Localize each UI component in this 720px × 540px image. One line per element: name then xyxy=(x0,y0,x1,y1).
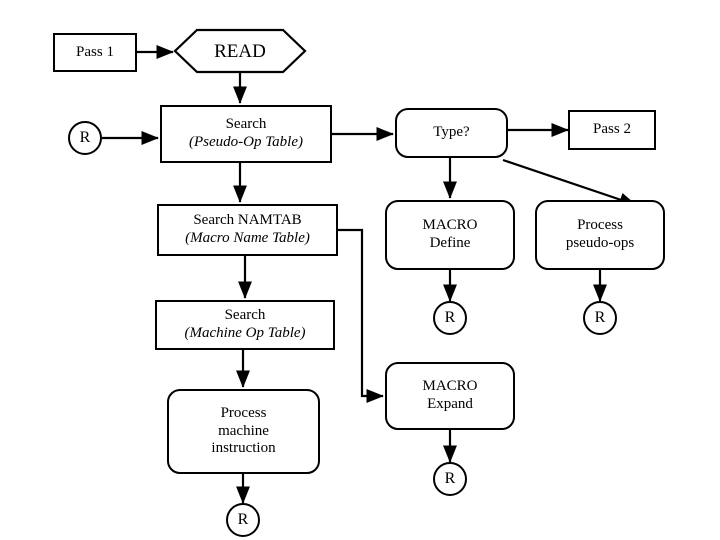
node-process-pseudo-ops-line1: Process xyxy=(577,217,623,234)
node-process-machine-instruction[interactable]: Process machine instruction xyxy=(167,389,320,474)
node-connector-r-process-pseudo-ops-label: R xyxy=(594,309,606,326)
node-connector-r-macro-expand[interactable]: R xyxy=(433,462,467,496)
node-connector-r-macro-expand-label: R xyxy=(444,470,456,487)
edge-type-to-process-pseudo-ops xyxy=(502,158,637,207)
node-read-label: READ xyxy=(214,40,266,62)
node-pass1-label: Pass 1 xyxy=(76,43,114,60)
node-search-machine-op-table-line2: (Machine Op Table) xyxy=(184,325,306,341)
node-macro-expand-line1: MACRO xyxy=(422,378,478,395)
node-type-decision[interactable]: Type? xyxy=(395,108,508,158)
node-connector-r-process-machine[interactable]: R xyxy=(226,503,260,537)
edge-namtab-to-macro-expand xyxy=(338,228,384,404)
node-search-machine-op-table-line1: Search xyxy=(224,307,266,324)
node-connector-r-left[interactable]: R xyxy=(68,121,102,155)
node-pass1[interactable]: Pass 1 xyxy=(53,33,137,72)
node-connector-r-macro-define[interactable]: R xyxy=(433,301,467,335)
node-process-machine-instruction-line2: machine xyxy=(218,422,269,439)
node-search-namtab-line2: (Macro Name Table) xyxy=(185,230,310,246)
node-search-namtab-line1: Search NAMTAB xyxy=(193,212,302,229)
node-read[interactable]: READ xyxy=(173,28,307,74)
node-macro-expand[interactable]: MACRO Expand xyxy=(385,362,515,430)
node-connector-r-left-label: R xyxy=(79,129,91,146)
node-process-pseudo-ops[interactable]: Process pseudo-ops xyxy=(535,200,665,270)
hexagon-shape xyxy=(173,28,307,74)
node-macro-define[interactable]: MACRO Define xyxy=(385,200,515,270)
node-type-decision-label: Type? xyxy=(433,124,470,141)
node-search-namtab[interactable]: Search NAMTAB (Macro Name Table) xyxy=(157,204,338,256)
node-process-machine-instruction-line1: Process xyxy=(220,404,267,421)
node-pass2-label: Pass 2 xyxy=(593,121,631,138)
node-macro-define-line2: Define xyxy=(429,235,471,251)
node-connector-r-macro-define-label: R xyxy=(444,309,456,326)
node-search-machine-op-table[interactable]: Search (Machine Op Table) xyxy=(155,300,335,350)
node-macro-define-line1: MACRO xyxy=(422,217,478,234)
node-search-pseudo-op-table-line1: Search xyxy=(225,116,267,133)
node-process-pseudo-ops-line2: pseudo-ops xyxy=(565,235,635,251)
node-pass2[interactable]: Pass 2 xyxy=(568,110,656,150)
node-search-pseudo-op-table[interactable]: Search (Pseudo-Op Table) xyxy=(160,105,332,163)
node-connector-r-process-pseudo-ops[interactable]: R xyxy=(583,301,617,335)
node-macro-expand-line2: Expand xyxy=(427,396,473,412)
node-process-machine-instruction-line3: instruction xyxy=(211,440,276,457)
node-search-pseudo-op-table-line2: (Pseudo-Op Table) xyxy=(188,134,304,150)
node-connector-r-process-machine-label: R xyxy=(237,511,249,528)
